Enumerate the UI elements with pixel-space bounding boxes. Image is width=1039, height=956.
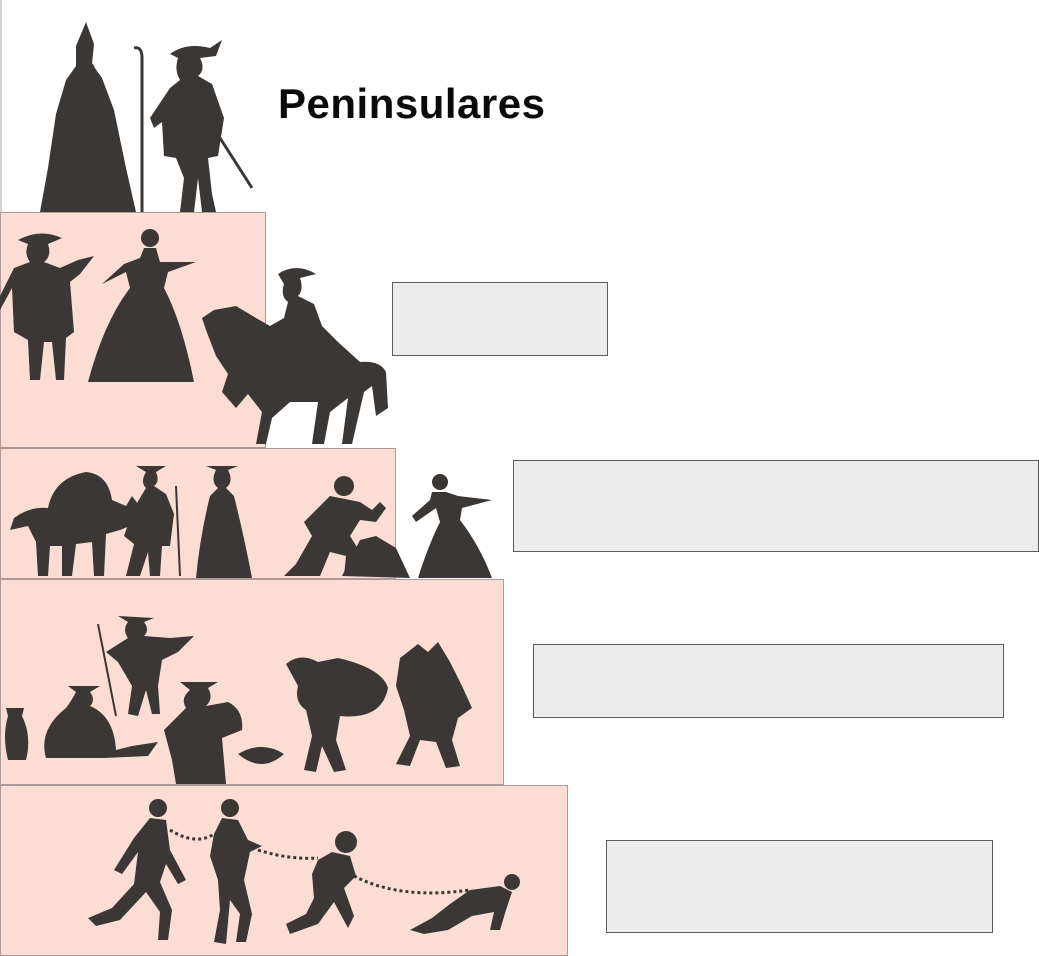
- tier-1-figures: [0, 229, 388, 444]
- tier-3-answer-box[interactable]: [513, 460, 1039, 552]
- tier-4-answer-box[interactable]: [533, 644, 1004, 718]
- tier-4-figures: [88, 799, 520, 944]
- chained-slave-icon: [88, 799, 520, 944]
- gentleman-figure-icon: [0, 233, 94, 380]
- priest-figure-icon: [196, 466, 252, 578]
- dancing-woman-icon: [412, 474, 492, 578]
- laborer-figure-icon: [284, 476, 410, 578]
- tier-4-band: [0, 785, 568, 956]
- vendor-figure-icon: [44, 616, 194, 758]
- lady-figure-icon: [88, 229, 196, 382]
- horse-rider-icon: [202, 268, 388, 444]
- tier-2-figures: [10, 466, 492, 578]
- pack-animal-icon: [10, 472, 138, 576]
- peninsulares-figures: [40, 22, 254, 212]
- tier-2-answer-box[interactable]: [392, 282, 608, 356]
- bishop-figure-icon: [40, 22, 144, 212]
- tier-5-answer-box[interactable]: [606, 840, 993, 933]
- porter-figure-icon: [164, 642, 472, 784]
- water-jar-icon: [5, 708, 29, 760]
- muleteer-figure-icon: [124, 466, 181, 577]
- conquistador-figure-icon: [150, 40, 254, 212]
- tier-1-title: Peninsulares: [278, 80, 546, 127]
- tier-3-figures: [5, 616, 472, 784]
